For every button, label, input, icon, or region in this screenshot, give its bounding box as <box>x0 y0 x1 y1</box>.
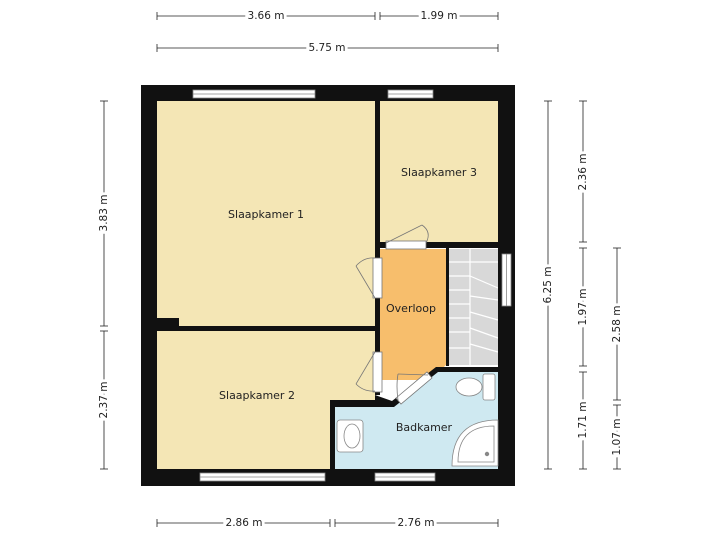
staircase <box>448 249 499 365</box>
door-slaapkamer-3[interactable] <box>385 240 427 250</box>
dim-right-total: 6.25 m <box>542 267 554 304</box>
dim-bottom-left: 2.86 m <box>226 517 263 529</box>
dimension-lines <box>100 12 621 527</box>
dim-right-a1: 2.36 m <box>577 154 589 191</box>
dimension-labels: 3.66 m 1.99 m 5.75 m 2.86 m 2.76 m 3.83 … <box>95 7 626 532</box>
label-slaapkamer-3: Slaapkamer 3 <box>401 166 477 179</box>
windows <box>192 89 512 482</box>
dim-top-right: 1.99 m <box>421 10 458 22</box>
stairwell <box>448 249 498 365</box>
room-slaapkamer-3[interactable] <box>380 101 498 244</box>
dim-left-lower: 2.37 m <box>98 382 110 419</box>
room-slaapkamer-1[interactable] <box>157 101 375 328</box>
dim-right-b2: 1.07 m <box>611 419 623 456</box>
label-overloop: Overloop <box>386 302 436 315</box>
bathroom-fixtures <box>336 373 499 467</box>
label-slaapkamer-2: Slaapkamer 2 <box>219 389 295 402</box>
label-badkamer: Badkamer <box>396 421 453 434</box>
door-slaapkamer-1[interactable] <box>372 257 383 299</box>
toilet-icon <box>455 373 496 401</box>
door-slaapkamer-2[interactable] <box>372 351 383 393</box>
dim-left-upper: 3.83 m <box>98 195 110 232</box>
sink-icon <box>336 419 364 453</box>
label-slaapkamer-1: Slaapkamer 1 <box>228 208 304 221</box>
dim-top-total: 5.75 m <box>309 42 346 54</box>
room-overloop[interactable] <box>380 249 446 380</box>
dim-top-left: 3.66 m <box>248 10 285 22</box>
dim-right-a2: 1.97 m <box>577 289 589 326</box>
shower-icon <box>451 419 499 467</box>
dim-right-a3: 1.71 m <box>577 402 589 439</box>
dim-bottom-right: 2.76 m <box>398 517 435 529</box>
dim-right-b1: 2.58 m <box>611 306 623 343</box>
door-badkamer[interactable] <box>395 371 433 405</box>
doors <box>355 224 433 405</box>
